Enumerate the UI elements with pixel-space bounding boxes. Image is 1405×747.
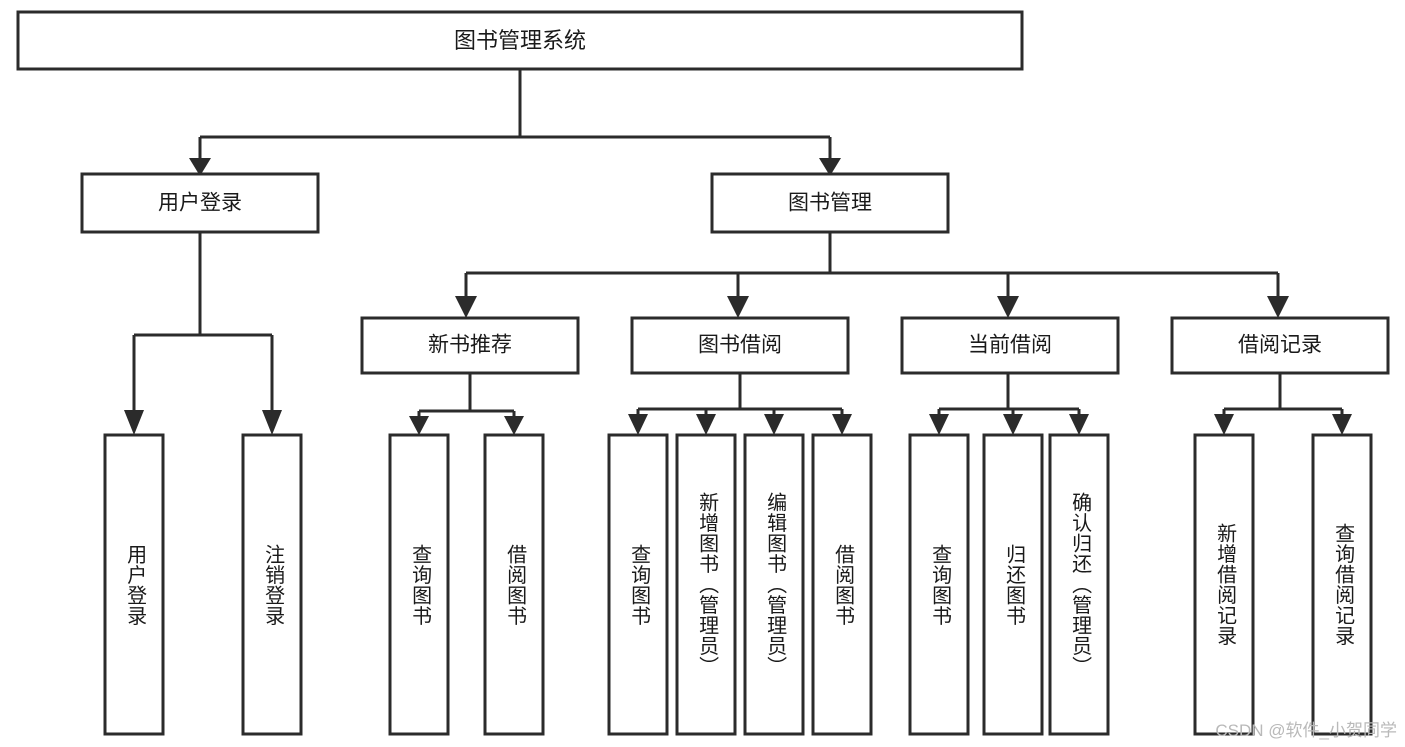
connector-group-borrow-record-leaves: [1214, 373, 1352, 435]
node-book-borrow-label: 图书借阅: [698, 334, 782, 357]
node-new-book-rec-label: 新书推荐: [428, 334, 512, 357]
arrowhead-current-borrow: [997, 296, 1019, 318]
node-root-label: 图书管理系统: [454, 28, 586, 53]
node-book-manage[interactable]: 图书管理: [710, 172, 950, 234]
arrowhead-leaf-confirm-return: [1069, 414, 1089, 435]
node-book-borrow-rect[interactable]: [630, 316, 850, 375]
node-user-login-rect[interactable]: [80, 172, 320, 234]
connector-group-user-login-leaves: [124, 232, 282, 435]
leaf-logout-rect[interactable]: [241, 433, 303, 736]
arrowhead-leaf-return-book: [1003, 414, 1023, 435]
node-user-login-label: 用户登录: [158, 192, 242, 215]
connector-group-book-borrow-leaves: [628, 373, 852, 435]
arrowhead-leaf-query-book: [628, 414, 648, 435]
node-book-manage-label: 图书管理: [788, 192, 872, 215]
leaf-add-book-rect[interactable]: [675, 433, 737, 736]
node-new-book-rec[interactable]: 新书推荐: [360, 316, 580, 375]
arrowhead-book-borrow: [727, 296, 749, 318]
arrowhead-book-manage: [819, 158, 841, 176]
leaf-user-login-rect[interactable]: [103, 433, 165, 736]
arrowhead-leaf-add-record: [1214, 414, 1234, 435]
arrowhead-leaf-borrow-book: [832, 414, 852, 435]
node-borrow-record-rect[interactable]: [1170, 316, 1390, 375]
leaf-edit-book-rect[interactable]: [743, 433, 805, 736]
leaf-query-book-rect[interactable]: [607, 433, 669, 736]
leaf-confirm-return-rect[interactable]: [1048, 433, 1110, 736]
leaf-borrow-book-rec-rect[interactable]: [483, 433, 545, 736]
leaf-add-record-rect[interactable]: [1193, 433, 1255, 736]
node-book-manage-rect[interactable]: [710, 172, 950, 234]
node-root-rect[interactable]: [16, 10, 1024, 71]
node-current-borrow-rect[interactable]: [900, 316, 1120, 375]
leaf-return-book-rect[interactable]: [982, 433, 1044, 736]
arrowhead-leaf-add-book: [696, 414, 716, 435]
watermark: CSDN @软件_小贺同学: [1215, 721, 1397, 740]
arrowhead-leaf-user-login: [124, 410, 144, 435]
node-new-book-rec-rect[interactable]: [360, 316, 580, 375]
arrowhead-user-login: [189, 158, 211, 176]
leaf-query-book-cur-rect[interactable]: [908, 433, 970, 736]
connector-group-new-book-rec-leaves: [409, 373, 524, 435]
connector-group-current-borrow-leaves: [929, 373, 1089, 435]
arrowhead-leaf-query-book-rec: [409, 416, 429, 435]
arrowhead-leaf-logout: [262, 410, 282, 435]
arrowhead-borrow-record: [1267, 296, 1289, 318]
arrowhead-leaf-edit-book: [764, 414, 784, 435]
node-current-borrow[interactable]: 当前借阅: [900, 316, 1120, 375]
node-borrow-record[interactable]: 借阅记录: [1170, 316, 1390, 375]
node-borrow-record-label: 借阅记录: [1238, 334, 1322, 357]
connector-group-book-manage-to-level3: [455, 232, 1289, 318]
leaf-query-record-rect[interactable]: [1311, 433, 1373, 736]
arrowhead-leaf-query-record: [1332, 414, 1352, 435]
leaf-rect-group: [103, 433, 1373, 736]
node-book-borrow[interactable]: 图书借阅: [630, 316, 850, 375]
leaf-query-book-rec-rect[interactable]: [388, 433, 450, 736]
leaf-borrow-book-rect[interactable]: [811, 433, 873, 736]
node-user-login[interactable]: 用户登录: [80, 172, 320, 234]
arrowhead-leaf-query-book-cur: [929, 414, 949, 435]
arrowhead-leaf-borrow-book-rec: [504, 416, 524, 435]
node-current-borrow-label: 当前借阅: [968, 334, 1052, 357]
connector-group-root-to-level2: [189, 69, 841, 176]
node-root[interactable]: 图书管理系统: [16, 10, 1024, 71]
arrowhead-new-book-rec: [455, 296, 477, 318]
